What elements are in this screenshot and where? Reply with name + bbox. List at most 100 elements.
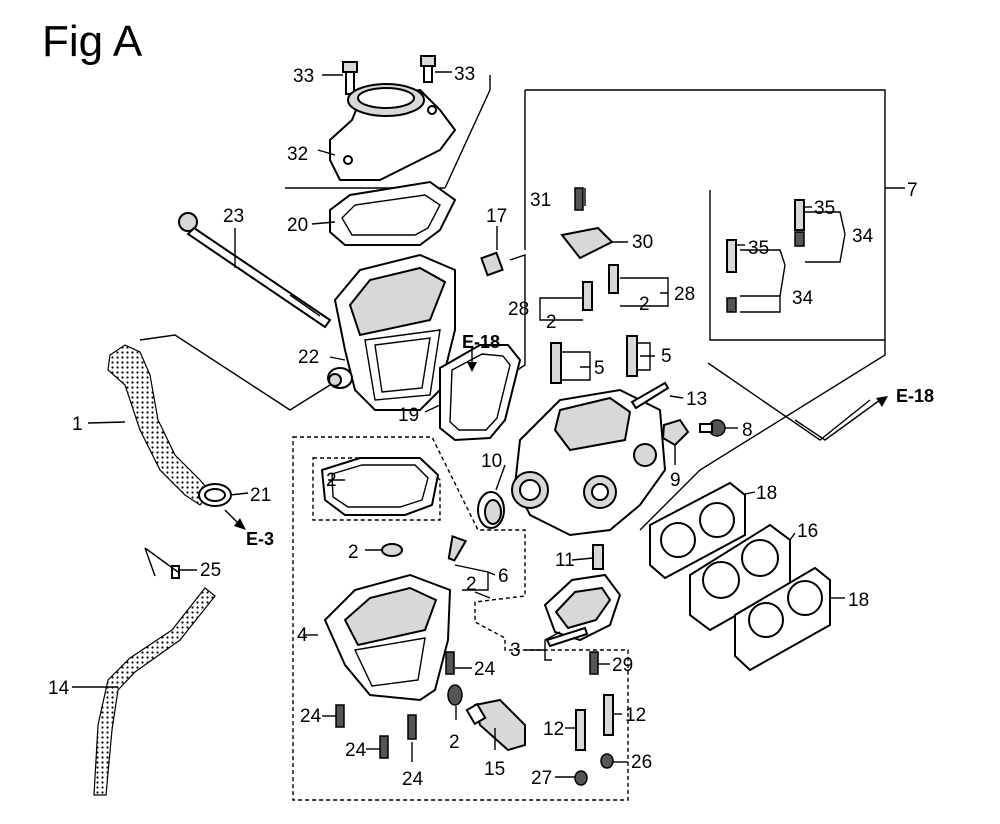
callout-31: 31 [530,190,551,211]
callout-25: 25 [200,560,221,581]
screw-31 [574,187,584,211]
callout-5-right: 5 [661,346,672,367]
screw-24-a [445,651,455,675]
oring-2 [381,543,403,557]
callout-4: 4 [297,625,308,646]
callout-35-right: 35 [814,198,835,219]
callout-24-a: 24 [474,659,496,680]
elbow-adapter-32 [329,83,457,181]
callout-24-c: 24 [345,740,367,761]
washer-2-15 [447,684,463,706]
callout-20: 20 [287,215,308,236]
gasket-16 [689,523,791,632]
screw-24-b [335,704,345,728]
ring-10 [477,491,505,529]
jet-5-left [550,342,562,384]
callout-13: 13 [686,389,707,410]
clip-17 [480,251,504,277]
gasket-18-upper [649,481,746,580]
callout-numbers: 33 33 32 23 20 17 31 30 28 2 28 2 5 5 13… [48,64,918,790]
callout-15: 15 [484,759,505,780]
callout-32: 32 [287,144,308,165]
gasket-20 [329,180,457,246]
callout-33-left: 33 [293,66,314,87]
solenoid-15 [465,698,526,752]
callout-3: 3 [510,640,521,661]
callout-26: 26 [631,752,652,773]
callout-17: 17 [486,206,507,227]
callout-2-jet-left: 2 [546,312,557,333]
intake-frame [139,334,331,411]
callout-9: 9 [670,470,681,491]
plug-27 [574,770,588,786]
callout-2-jet-right: 2 [639,294,650,315]
callout-18-upper: 18 [756,483,777,504]
callout-28-right: 28 [674,284,695,305]
jet-28-left [582,281,593,311]
callout-16: 16 [797,521,818,542]
callout-2-needle: 2 [466,574,477,595]
ref-arrow-e3 [224,509,246,530]
jet-35-right [794,199,805,231]
callout-2-oring: 2 [348,542,359,563]
figure-title: Fig A [42,17,143,66]
gasket-2-lower [320,457,440,516]
callout-2-washer: 2 [449,732,460,753]
jet-35-left [726,239,737,273]
callout-23: 23 [223,206,244,227]
needle-6 [447,534,468,562]
callout-29: 29 [612,655,633,676]
float-3 [543,573,622,648]
callout-30: 30 [632,232,653,253]
plug-26 [600,753,614,769]
gasket-18-lower [734,566,831,672]
ref-label-e18-right: E-18 [896,386,934,406]
callout-8: 8 [742,420,753,441]
jet-12-right [603,694,614,736]
intake-body-22 [327,253,456,411]
screw-8 [699,419,726,437]
jet-28-right [608,264,619,294]
callout-33-right: 33 [454,64,475,85]
callout-19: 19 [398,405,419,426]
callout-14: 14 [48,678,70,699]
callout-12-right: 12 [625,705,646,726]
bolt-33-left [342,61,358,95]
gasket-frame [707,362,871,441]
leader-lines [72,71,846,778]
gasket-19 [439,344,522,442]
callout-5-left: 5 [594,358,605,379]
screw-24-c [379,735,389,759]
lower-assembly-box [292,436,629,801]
callout-1: 1 [72,414,83,435]
callout-35-left: 35 [748,238,769,259]
plate-30 [560,226,614,260]
callout-22: 22 [298,347,319,368]
gasket-subbox [312,457,441,521]
screw-29 [589,651,599,675]
clamp-21 [198,483,232,507]
ref-arrow-e18-right [794,396,888,441]
spring-34-left [726,297,737,313]
callout-11: 11 [555,550,575,571]
callout-24-d: 24 [402,769,424,790]
pin-13 [630,381,670,410]
callout-10: 10 [481,451,502,472]
clip-25 [171,565,180,579]
callout-34-right: 34 [852,226,874,247]
ref-label-e18-top: E-18 [462,332,500,352]
pin-11 [592,544,604,570]
callout-12-left: 12 [543,719,564,740]
long-bolt-23 [178,212,332,329]
hose-1 [107,344,211,506]
callout-6: 6 [498,566,509,587]
ref-arrow-e18-top [467,346,477,372]
kit-7-outline [524,89,886,531]
jet-12-left [575,709,586,751]
bolt-33-right [420,55,436,83]
breather-tube-14 [93,587,216,796]
callout-18-lower: 18 [848,590,869,611]
callout-28-left: 28 [508,299,529,320]
spring-34-right [794,231,805,247]
